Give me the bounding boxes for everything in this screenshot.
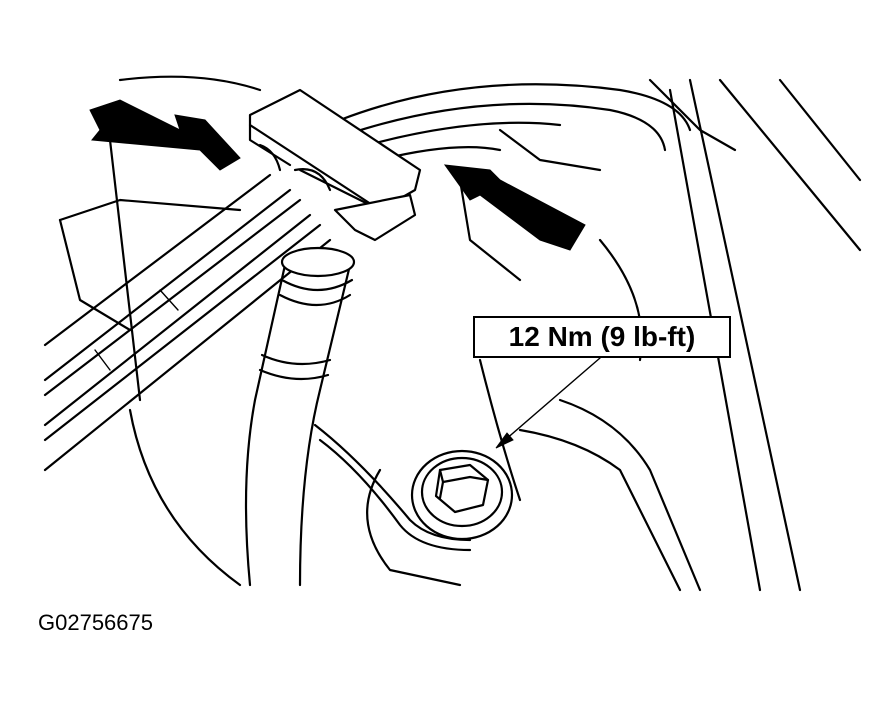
figure-id-label: G02756675 <box>38 610 153 635</box>
torque-leader <box>495 357 601 449</box>
hose <box>244 246 356 587</box>
arrow-clip-right <box>443 164 586 251</box>
tube-bundle-lower <box>43 173 332 472</box>
background-structure <box>58 75 862 592</box>
arrow-clip-left <box>89 99 241 171</box>
flange-bolt <box>410 449 514 541</box>
tube-clip-bracket <box>248 88 422 242</box>
bracket-strap <box>313 423 472 552</box>
torque-callout: 12 Nm (9 lb-ft) <box>473 316 731 358</box>
